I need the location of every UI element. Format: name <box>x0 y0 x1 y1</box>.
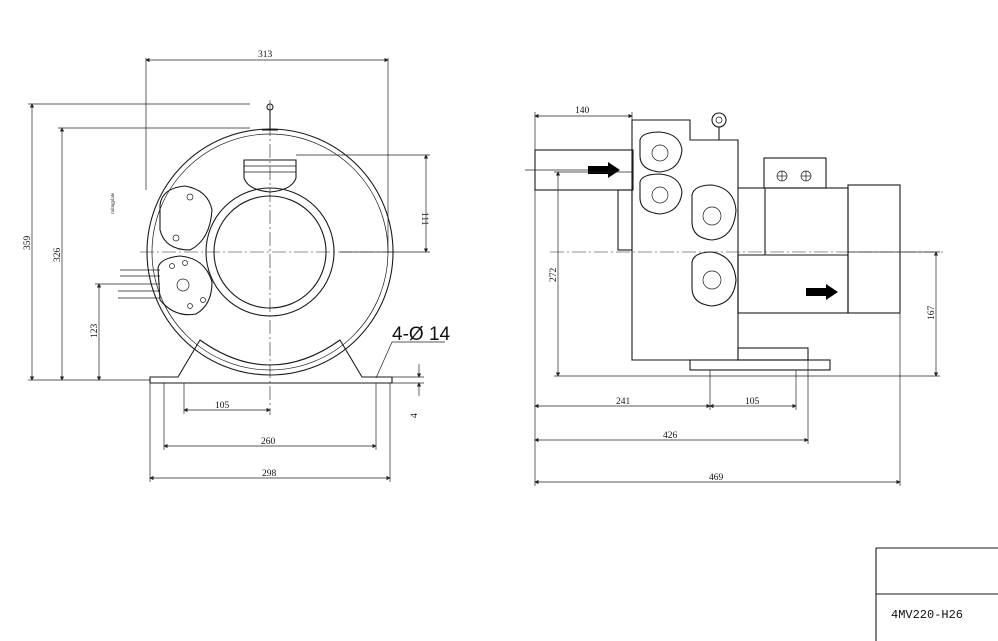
dim-272: 272 <box>549 268 559 283</box>
dim-105-front: 105 <box>215 401 230 411</box>
side-dimensions: 140 272 167 241 105 426 469 <box>534 106 940 486</box>
dim-140: 140 <box>575 106 590 116</box>
side-view <box>525 112 945 371</box>
svg-text:ratingplate: ratingplate <box>111 192 116 214</box>
dim-241: 241 <box>616 397 631 407</box>
outlet-arrow <box>806 284 838 300</box>
model-number: 4MV220-H26 <box>891 608 963 622</box>
inlet-ring <box>205 187 335 317</box>
motor-fan-cover <box>847 184 901 314</box>
title-block: 4MV220-H26 <box>875 547 998 641</box>
front-dimensions: 313 359 326 111 123 105 260 298 <box>23 50 451 482</box>
base-feet <box>149 339 393 384</box>
dim-313: 313 <box>258 50 273 60</box>
pump-body <box>631 119 766 361</box>
dim-426: 426 <box>663 431 678 441</box>
upper-port <box>159 185 213 251</box>
dim-359: 359 <box>23 236 33 251</box>
dim-326: 326 <box>53 248 63 263</box>
terminal-box <box>763 157 827 189</box>
dim-4: 4 <box>410 413 420 418</box>
lower-port <box>157 255 213 316</box>
dim-469: 469 <box>709 473 724 483</box>
hole-callout: 4-Ø 14 <box>392 324 451 345</box>
inlet-arrow <box>588 162 620 178</box>
front-view: ratingplate <box>111 100 395 415</box>
dim-167: 167 <box>927 306 937 321</box>
dim-260: 260 <box>261 437 276 447</box>
dim-105-side: 105 <box>745 397 760 407</box>
side-base <box>689 359 831 371</box>
dim-111: 111 <box>419 212 429 226</box>
dim-298: 298 <box>262 469 277 479</box>
dim-123: 123 <box>90 324 100 339</box>
